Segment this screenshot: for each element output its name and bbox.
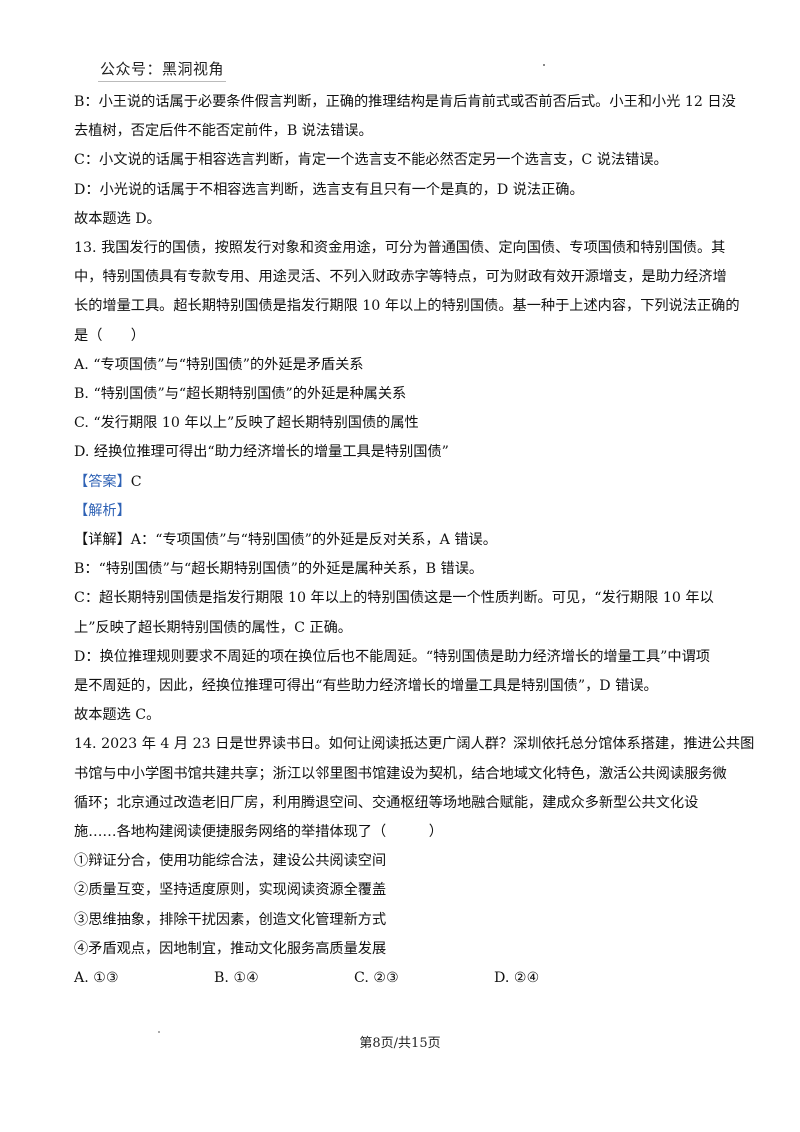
question-14-statement: ③思维抽象，排除干扰因素，创造文化管理新方式 [74, 911, 387, 928]
text-line: B：小王说的话属于必要条件假言判断，正确的推理结构是肯后肯前式或否前否后式。小王… [74, 94, 736, 110]
text-line: C：小文说的话属于相容选言判断，肯定一个选言支不能必然否定另一个选言支，C 说法… [74, 152, 668, 169]
analysis-tag: 【解析】 [74, 502, 131, 519]
detail-line: 【详解】A：“专项国债”与“特别国债”的外延是反对关系，A 错误。 [74, 526, 726, 555]
question-14-options: A. ①③ B. ①④ C. ②③ D. ②④ [74, 964, 634, 993]
question-14-statement: ②质量互变，坚持适度原则，实现阅读资源全覆盖 [74, 882, 387, 899]
answer-value: C [130, 473, 142, 490]
watermark: 公众号：黑洞视角 [98, 58, 227, 82]
text-line: 故本题选 D。 [74, 210, 161, 227]
question-13-stem: 是（ ） [74, 327, 145, 344]
text-line: 是不周延的，因此，经换位推理可得出“有些助力经济增长的增量工具是特别国债”，D … [74, 678, 658, 695]
detail-tag: 【详解】 [74, 532, 131, 549]
text-line: D：小光说的话属于不相容选言判断，选言支有且只有一个是真的，D 说法正确。 [74, 181, 584, 198]
option-b: B. ①④ [214, 970, 259, 987]
question-14-stem: 14. 2023 年 4 月 23 日是世界读书日。如何让阅读抵达更广阔人群？深… [74, 736, 755, 753]
option-d: D. ②④ [494, 970, 540, 987]
text-line: 去植树，否定后件不能否定前件，B 说法错误。 [74, 123, 373, 140]
speck [543, 64, 545, 66]
answer-line: 【答案】C [74, 468, 726, 497]
question-13-option-a: A. “专项国债”与“特别国债”的外延是矛盾关系 [74, 356, 364, 373]
question-14-statement: ①辩证分合，使用功能综合法，建设公共阅读空间 [74, 853, 387, 870]
detail-text: A：“专项国债”与“特别国债”的外延是反对关系，A 错误。 [130, 532, 497, 549]
question-14-stem: 书馆与中小学图书馆共建共享；浙江以邻里图书馆建设为契机，结合地域文化特色，激活公… [74, 765, 727, 782]
option-c: C. ②③ [354, 970, 399, 987]
answer-tag: 【答案】 [74, 473, 131, 490]
text-line: 上”反映了超长期特别国债的属性，C 正确。 [74, 619, 352, 636]
question-13-stem: 长的增量工具。超长期特别国债是指发行期限 10 年以上的特别国债。基一种于上述内… [74, 298, 740, 315]
question-14-stem: 循环；北京通过改造老旧厂房，利用腾退空间、交通枢纽等场地融合赋能，建成众多新型公… [74, 794, 699, 811]
question-13-option-b: B. “特别国债”与“超长期特别国债”的外延是种属关系 [74, 386, 407, 403]
text-line: B：“特别国债”与“超长期特别国债”的外延是属种关系，B 错误。 [74, 561, 484, 578]
question-13-option-d: D. 经换位推理可得出“助力经济增长的增量工具是特别国债” [74, 444, 449, 461]
page-footer: 第8页/共15页 [359, 1036, 441, 1051]
text-line: D：换位推理规则要求不周延的项在换位后也不能周延。“特别国债是助力经济增长的增量… [74, 648, 710, 665]
question-13-stem: 中，特别国债具有专款专用、用途灵活、不列入财政赤字等特点，可为财政有效开源增支，… [74, 269, 727, 286]
question-14-statement: ④矛盾观点，因地制宜，推动文化服务高质量发展 [74, 940, 387, 957]
page-content: B：小王说的话属于必要条件假言判断，正确的推理结构是肯后肯前式或否前否后式。小王… [74, 88, 755, 993]
text-line: C：超长期特别国债是指发行期限 10 年以上的特别国债这是一个性质判断。可见，“… [74, 590, 714, 607]
option-a: A. ①③ [74, 970, 119, 987]
question-14-stem: 施……各地构建阅读便捷服务网络的举措体现了（ ） [74, 824, 443, 841]
analysis-line: 【解析】 [74, 497, 726, 526]
question-13-stem: 13. 我国发行的国债，按照发行对象和资金用途，可分为普通国债、定向国债、专项国… [74, 240, 726, 257]
speck [158, 1031, 160, 1033]
question-13-option-c: C. “发行期限 10 年以上”反映了超长期特别国债的属性 [74, 415, 419, 432]
text-line: 故本题选 C。 [74, 707, 161, 724]
